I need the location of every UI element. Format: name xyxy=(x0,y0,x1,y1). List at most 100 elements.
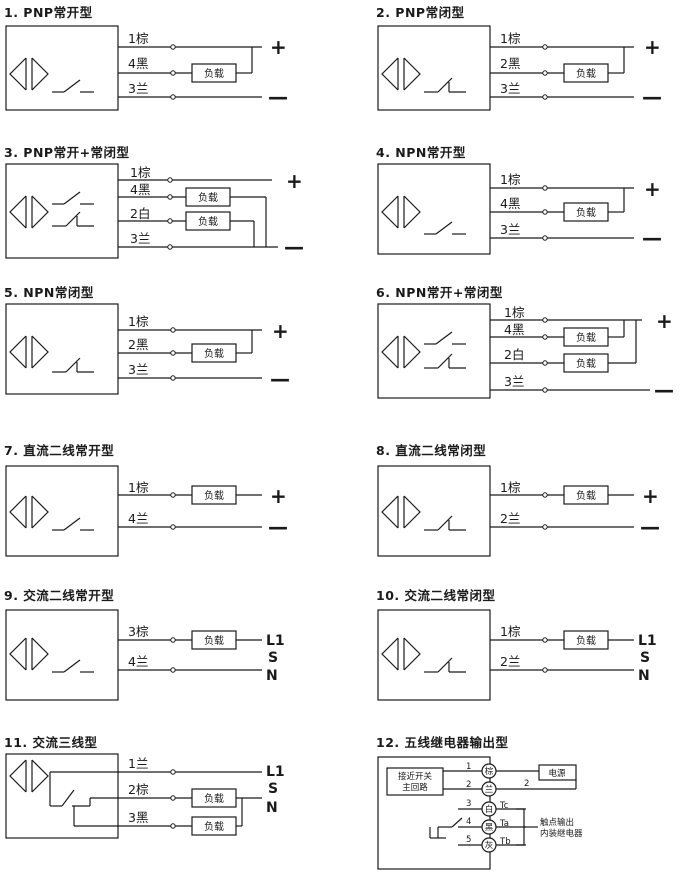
pin-number: 1 xyxy=(466,762,471,772)
wire-label: 1棕 xyxy=(500,172,520,187)
sensor-body xyxy=(5,609,119,701)
wire-label: 1兰 xyxy=(128,756,148,771)
load-box xyxy=(191,343,237,363)
pin-number: 4 xyxy=(466,817,471,827)
sensor-body xyxy=(5,303,119,395)
wire-label: 2黑 xyxy=(128,337,148,352)
pin-color: 黑 xyxy=(485,823,494,833)
wire-label: 1棕 xyxy=(130,165,150,180)
diagram-10-title: 10. 交流二线常闭型 xyxy=(376,588,496,603)
sensor-body xyxy=(377,465,491,557)
note-label: 内装继电器 xyxy=(540,828,583,839)
sensor-body xyxy=(377,303,491,399)
wire-label: 3兰 xyxy=(500,222,520,237)
minus-sign: — xyxy=(642,85,662,109)
diagram-5-title: 5. NPN常闭型 xyxy=(4,285,94,300)
diagram-4: 4. NPN常开型 负载 1棕 4黑 3兰 + — xyxy=(376,145,662,255)
diagram-6-title: 6. NPN常开+常闭型 xyxy=(376,285,503,300)
sensor-body xyxy=(377,163,491,255)
minus-sign: — xyxy=(284,235,304,259)
load-label: 负载 xyxy=(198,215,218,228)
diagram-7: 7. 直流二线常开型 负载 1棕 4兰 + — xyxy=(4,443,288,557)
load-label: 负载 xyxy=(576,634,596,647)
load-box xyxy=(191,816,237,836)
wire-label: 2兰 xyxy=(500,654,520,669)
diagram-1: 1. PNP常开型 负载 1棕 4黑 3兰 + — xyxy=(4,5,288,111)
wire-label: 3兰 xyxy=(500,81,520,96)
wire-label: 3兰 xyxy=(128,81,148,96)
load-label: 负载 xyxy=(576,331,596,344)
plus-sign: + xyxy=(286,169,303,193)
load-label: 负载 xyxy=(576,67,596,80)
pin-color: 棕 xyxy=(485,766,494,777)
note-label: 触点输出 xyxy=(540,817,574,828)
pin-number: 5 xyxy=(466,835,471,845)
s-label: S xyxy=(640,650,650,666)
load-box xyxy=(563,202,609,222)
load-label: 负载 xyxy=(576,489,596,502)
sensor-body xyxy=(377,609,491,701)
plus-sign: + xyxy=(272,319,289,343)
pin-color: 兰 xyxy=(485,784,494,795)
diagram-8: 8. 直流二线常闭型 负载 1棕 2兰 + — xyxy=(376,443,660,557)
pin-color: 灰 xyxy=(485,840,494,851)
wire-label: 4黑 xyxy=(128,56,148,71)
diagram-1-title: 1. PNP常开型 xyxy=(4,5,93,20)
l1-label: L1 xyxy=(266,764,285,780)
n-label: N xyxy=(638,668,650,684)
pin-number: 2 xyxy=(524,779,529,789)
wire-label: 2兰 xyxy=(500,511,520,526)
l1-label: L1 xyxy=(638,633,657,649)
plus-sign: + xyxy=(270,484,287,508)
load-label: 负载 xyxy=(576,206,596,219)
diagram-12: 12. 五线继电器输出型 接近开关 主回路 1 2 3 4 5 棕 兰 白 黑 … xyxy=(376,735,583,870)
main-circuit-box xyxy=(386,767,444,796)
diagram-3: 3. PNP常开+常闭型 负载 负载 1棕 4黑 2白 3兰 + — xyxy=(4,145,304,259)
diagram-11-title: 11. 交流三线型 xyxy=(4,735,98,750)
diagram-7-title: 7. 直流二线常开型 xyxy=(4,443,114,458)
diagram-10: 10. 交流二线常闭型 负载 1棕 2兰 L1 S N xyxy=(376,588,657,701)
minus-sign: — xyxy=(270,367,290,391)
wire-label: 3兰 xyxy=(130,231,150,246)
n-label: N xyxy=(266,668,278,684)
diagram-11: 11. 交流三线型 负载 负载 1兰 2棕 3黑 L1 S N xyxy=(4,735,285,839)
sensor-body xyxy=(5,163,119,259)
minus-sign: — xyxy=(640,515,660,539)
l1-label: L1 xyxy=(266,633,285,649)
pin-number: 3 xyxy=(466,799,471,809)
load-box xyxy=(191,630,237,650)
contact-label: Tb xyxy=(499,837,511,847)
plus-sign: + xyxy=(644,177,661,201)
wire-label: 4黑 xyxy=(130,182,150,197)
load-box xyxy=(185,187,231,207)
diagram-2-title: 2. PNP常闭型 xyxy=(376,5,465,20)
load-box xyxy=(191,63,237,83)
module-label: 主回路 xyxy=(402,782,428,793)
wire-label: 1棕 xyxy=(500,624,520,639)
wire-label: 1棕 xyxy=(504,305,524,320)
load-box xyxy=(191,788,237,808)
diagram-5: 5. NPN常闭型 负载 1棕 2黑 3兰 + — xyxy=(4,285,290,395)
load-label: 负载 xyxy=(204,792,224,805)
load-label: 负载 xyxy=(204,634,224,647)
wire-label: 3兰 xyxy=(128,362,148,377)
wire-label: 4黑 xyxy=(500,196,520,211)
minus-sign: — xyxy=(268,85,288,109)
wire-label: 1棕 xyxy=(500,31,520,46)
diagram-8-title: 8. 直流二线常闭型 xyxy=(376,443,486,458)
wire-label: 4黑 xyxy=(504,322,524,337)
load-box xyxy=(563,630,609,650)
load-label: 负载 xyxy=(204,820,224,833)
wire-label: 4兰 xyxy=(128,654,148,669)
load-label: 负载 xyxy=(198,191,218,204)
wire-label: 3兰 xyxy=(504,374,524,389)
diagram-9-title: 9. 交流二线常开型 xyxy=(4,588,114,603)
plus-sign: + xyxy=(644,35,661,59)
wire-label: 1棕 xyxy=(500,480,520,495)
load-box xyxy=(563,327,609,347)
diagram-2: 2. PNP常闭型 负载 1棕 2黑 3兰 + — xyxy=(376,5,662,111)
wire-label: 1棕 xyxy=(128,314,148,329)
wire-label: 3棕 xyxy=(128,624,148,639)
wire-label: 4兰 xyxy=(128,511,148,526)
